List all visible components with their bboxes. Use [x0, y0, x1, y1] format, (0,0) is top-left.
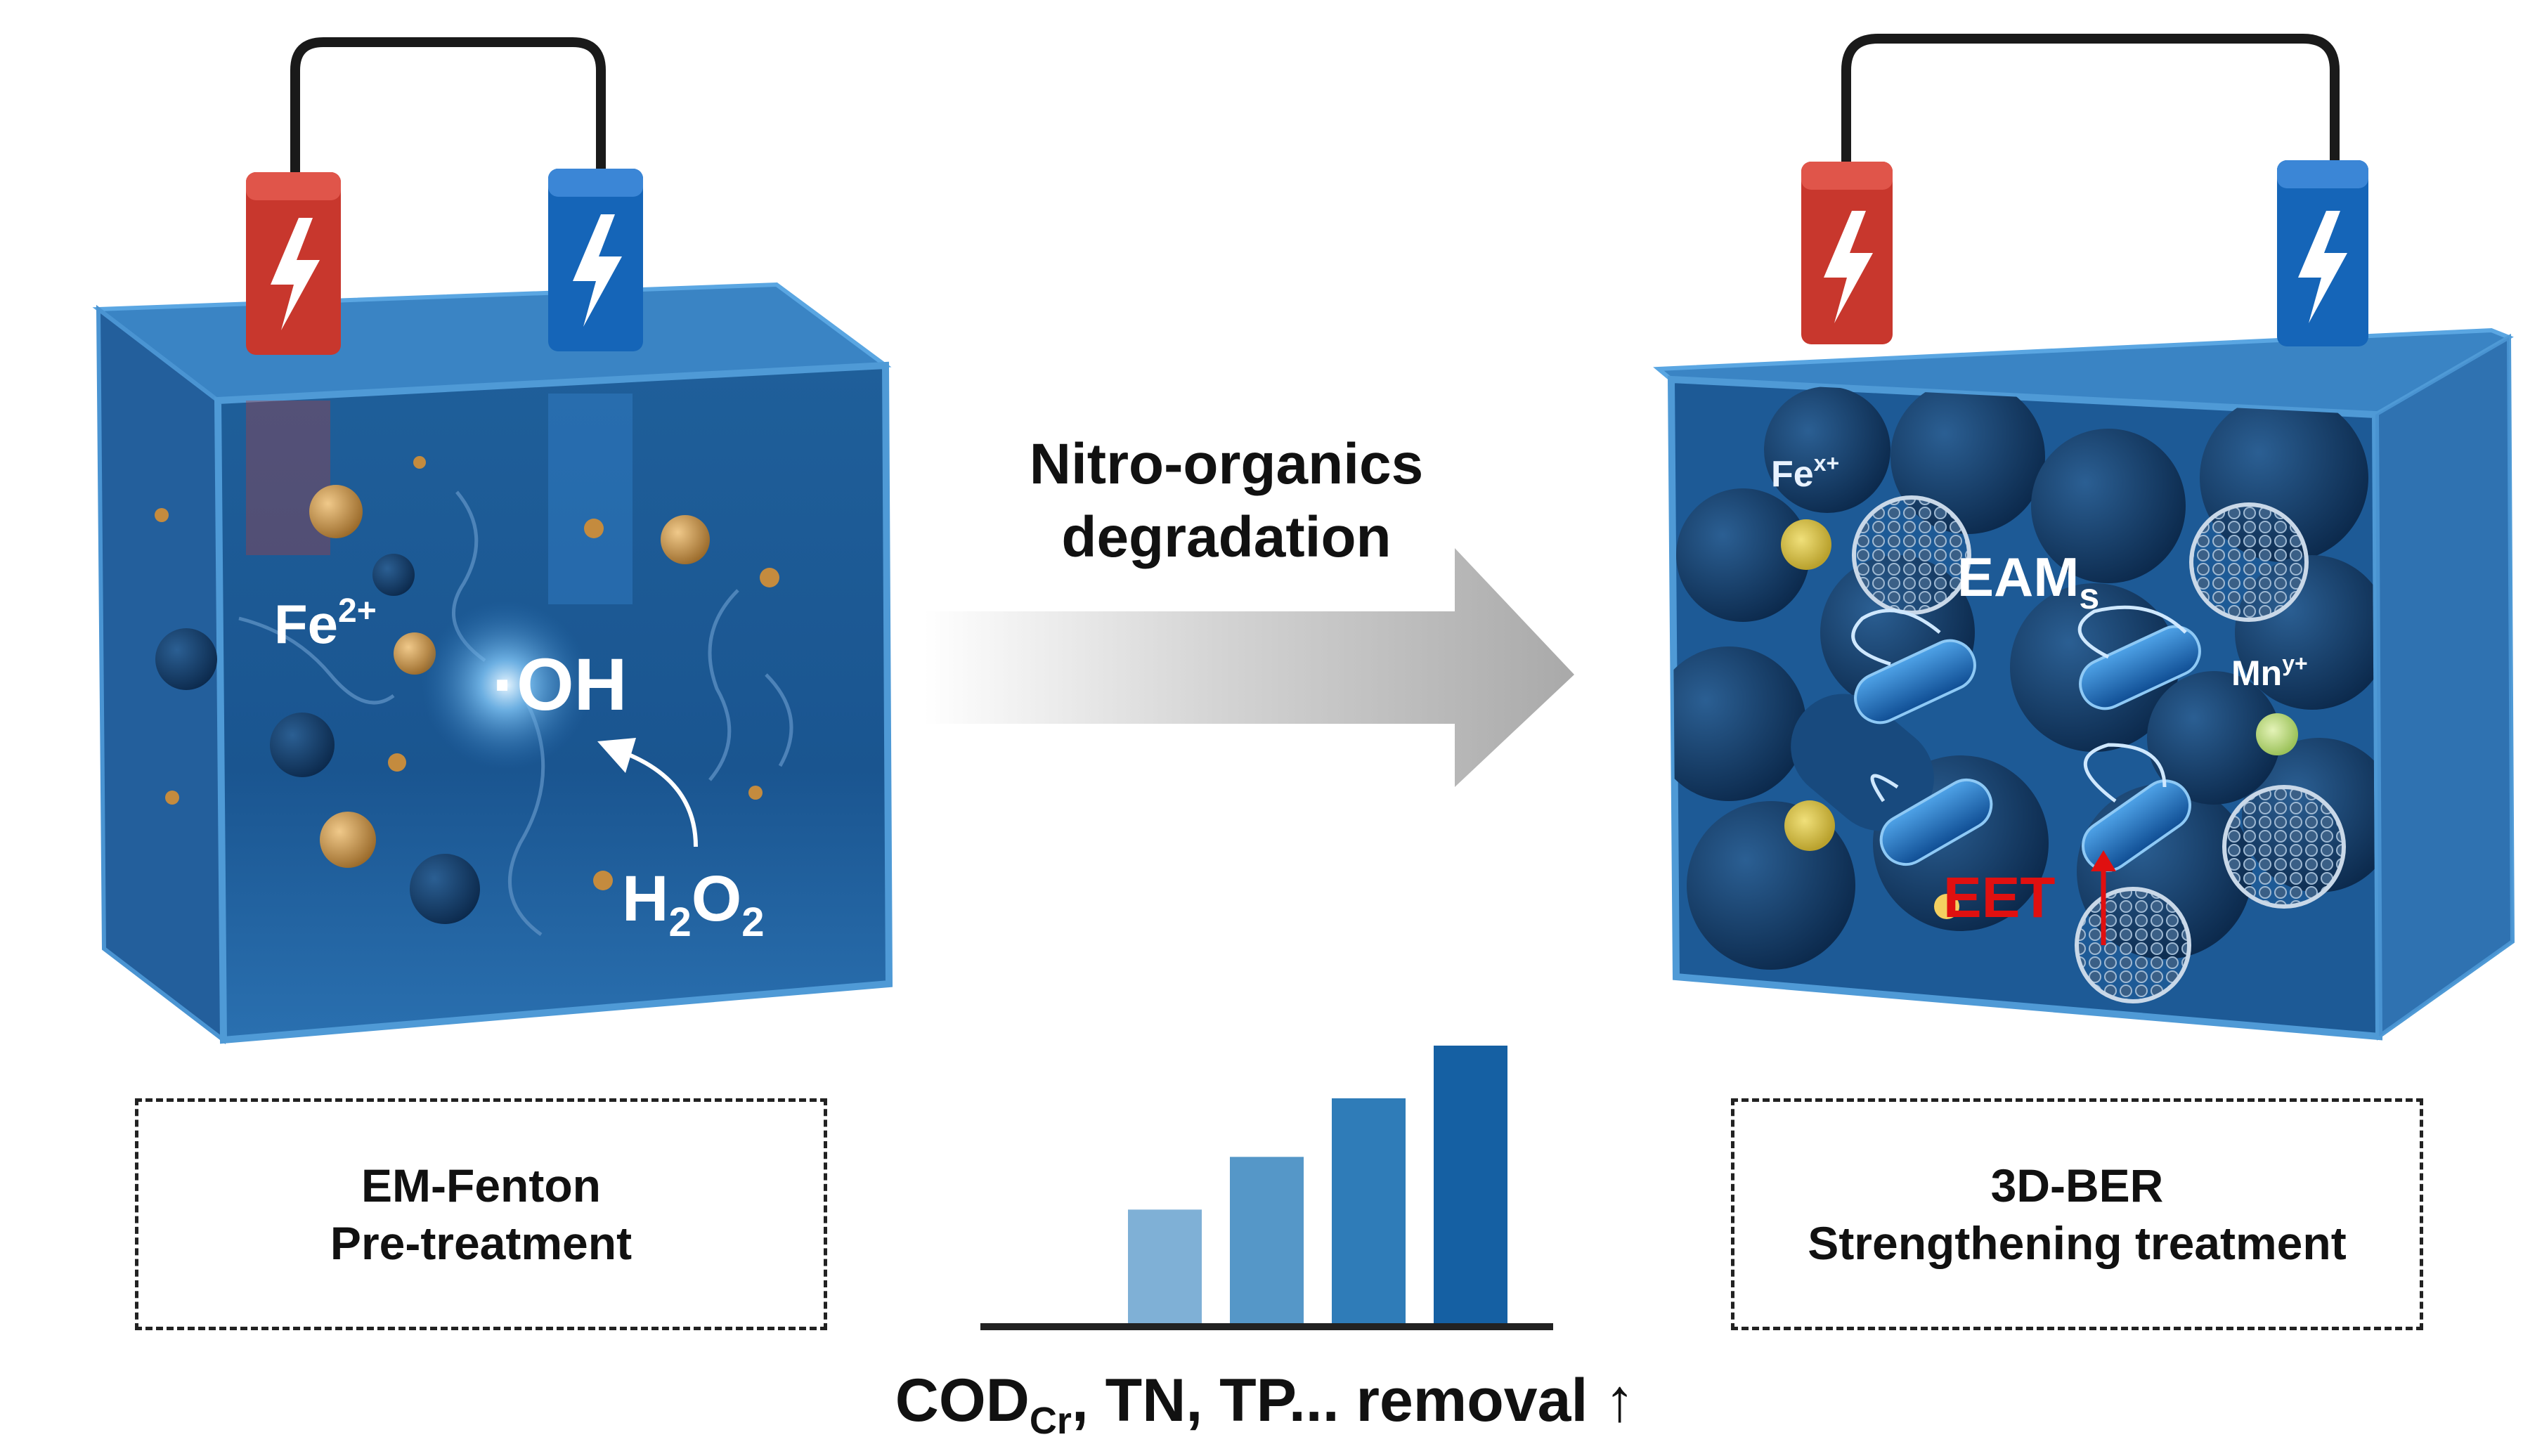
mn-ion-dot — [2256, 713, 2298, 755]
process-label-line1: Nitro-organics — [1030, 432, 1423, 496]
fe-ion-dot — [1784, 800, 1835, 851]
em-fenton-caption-line1: EM-Fenton — [361, 1159, 601, 1211]
right-cathode — [2277, 160, 2368, 346]
3d-ber-caption-line2: Strengthening treatment — [1808, 1217, 2347, 1269]
lightning-icon — [2298, 211, 2347, 323]
removal-bar-2 — [1230, 1157, 1304, 1327]
left-wire — [290, 37, 606, 176]
right-anode — [1801, 162, 1893, 344]
left-labels: Fe2+ ·OH H2O2 — [274, 592, 765, 945]
3d-ber-caption-line1: 3D-BER — [1990, 1159, 2164, 1211]
em-fenton-caption-line2: Pre-treatment — [330, 1217, 633, 1269]
removal-bar-1 — [1128, 1209, 1202, 1327]
removal-bar-4 — [1434, 1046, 1507, 1327]
right-wire — [1841, 34, 2340, 176]
left-anode — [246, 172, 341, 355]
mny-label: Mny+ — [2231, 651, 2308, 693]
em-fenton-caption-box: EM-Fenton Pre-treatment — [135, 1098, 827, 1330]
right-reactor — [1653, 34, 2515, 1041]
oh-radical-label: ·OH — [492, 644, 627, 726]
fe2-label: Fe2+ — [274, 592, 377, 655]
eet-label: EET — [1943, 866, 2055, 930]
eams-label: EAMs — [1957, 546, 2099, 617]
fex-label: Fex+ — [1771, 450, 1839, 495]
removal-label: CODCr, TN, TP... removal ↑ — [895, 1367, 1635, 1442]
electroactive-bacteria — [1851, 605, 2201, 872]
removal-bar-chart — [1128, 1046, 1507, 1327]
lightning-icon — [1824, 211, 1873, 323]
lightning-icon — [573, 214, 622, 327]
fe-ion-dot — [1781, 519, 1831, 570]
lightning-icon — [271, 218, 320, 330]
left-reactor — [92, 37, 893, 1045]
removal-bar-3 — [1332, 1098, 1406, 1327]
3d-ber-caption-box: 3D-BER Strengthening treatment — [1731, 1098, 2423, 1330]
porous-carriers — [1852, 495, 2346, 1003]
left-cathode — [548, 169, 643, 351]
process-arrow — [924, 548, 1574, 787]
h2o2-label: H2O2 — [622, 863, 765, 945]
process-label-line2: degradation — [1061, 505, 1391, 569]
